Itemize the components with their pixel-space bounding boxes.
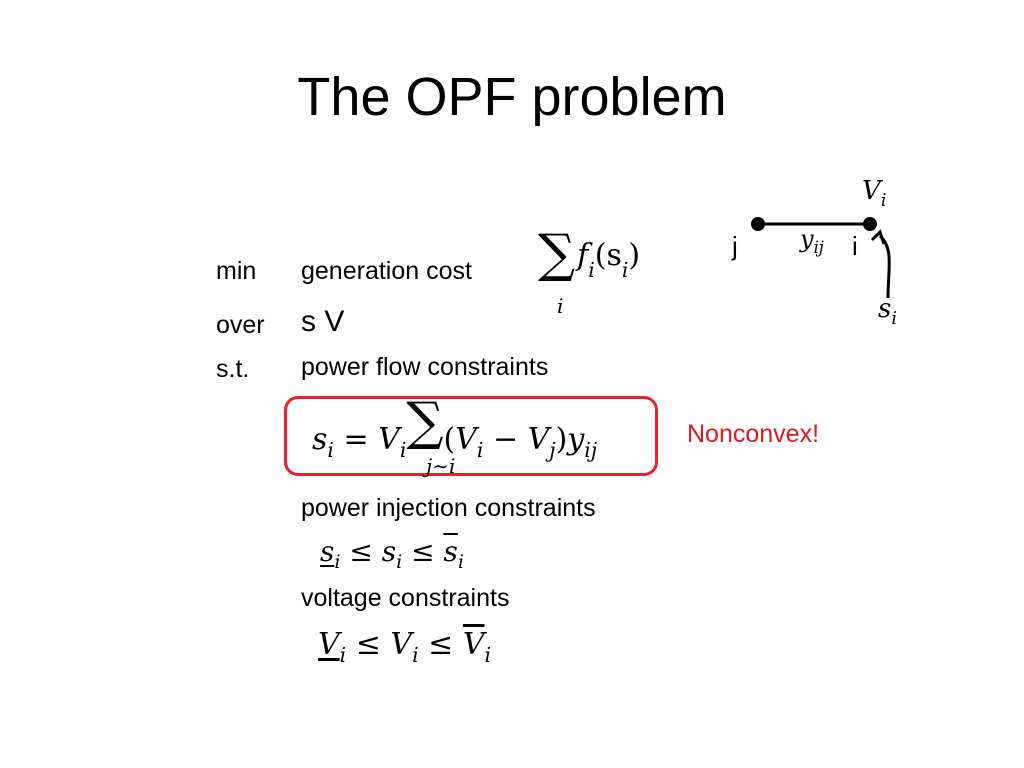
objective-f: f (577, 238, 589, 273)
label-min: min (216, 257, 257, 285)
power-flow-heading: power flow constraints (301, 353, 549, 381)
objective-arg-sub: i (621, 258, 629, 282)
objective-f-sub: i (588, 258, 595, 282)
slide-title: The OPF problem (297, 67, 727, 127)
objective-arg: (s (594, 238, 622, 273)
bus-diagram-svg (751, 217, 891, 299)
node-j (751, 217, 765, 231)
label-st: s.t. (216, 355, 250, 383)
objective-close: ) (628, 238, 641, 273)
voltage-heading: voltage constraints (301, 584, 510, 612)
objective-text: generation cost (301, 257, 472, 285)
bus-diagram: j i yij Vi si (720, 170, 940, 340)
node-i-label: i (852, 231, 858, 261)
sum-index: i (557, 294, 564, 318)
power-flow-equation: si = Vi∑(Vi − Vj)yij j∼i (312, 392, 598, 478)
edge-admittance-label: yij (800, 225, 824, 258)
label-over: over (216, 311, 265, 339)
sum-symbol: ∑ (538, 224, 576, 284)
voltage-label: Vi (862, 176, 887, 211)
injection-arrow (878, 234, 891, 299)
power-injection-equation: si ≤ si ≤ si (320, 535, 464, 574)
voltage-equation: Vi ≤ Vi ≤ Vi (318, 627, 492, 667)
sum-index-2: j∼i (426, 454, 456, 478)
sum-symbol-2: ∑ (406, 392, 444, 452)
nonconvex-note: Nonconvex! (687, 420, 820, 448)
node-i (863, 217, 877, 231)
node-j-label: j (732, 231, 738, 261)
injection-label: si (878, 294, 897, 329)
arrow-head (870, 229, 886, 245)
nonconvex-highlight-box (284, 396, 658, 476)
optimization-variables: s V (301, 305, 345, 338)
power-injection-heading: power injection constraints (301, 494, 596, 522)
objective-formula: ∑fi(si) i (538, 224, 641, 316)
